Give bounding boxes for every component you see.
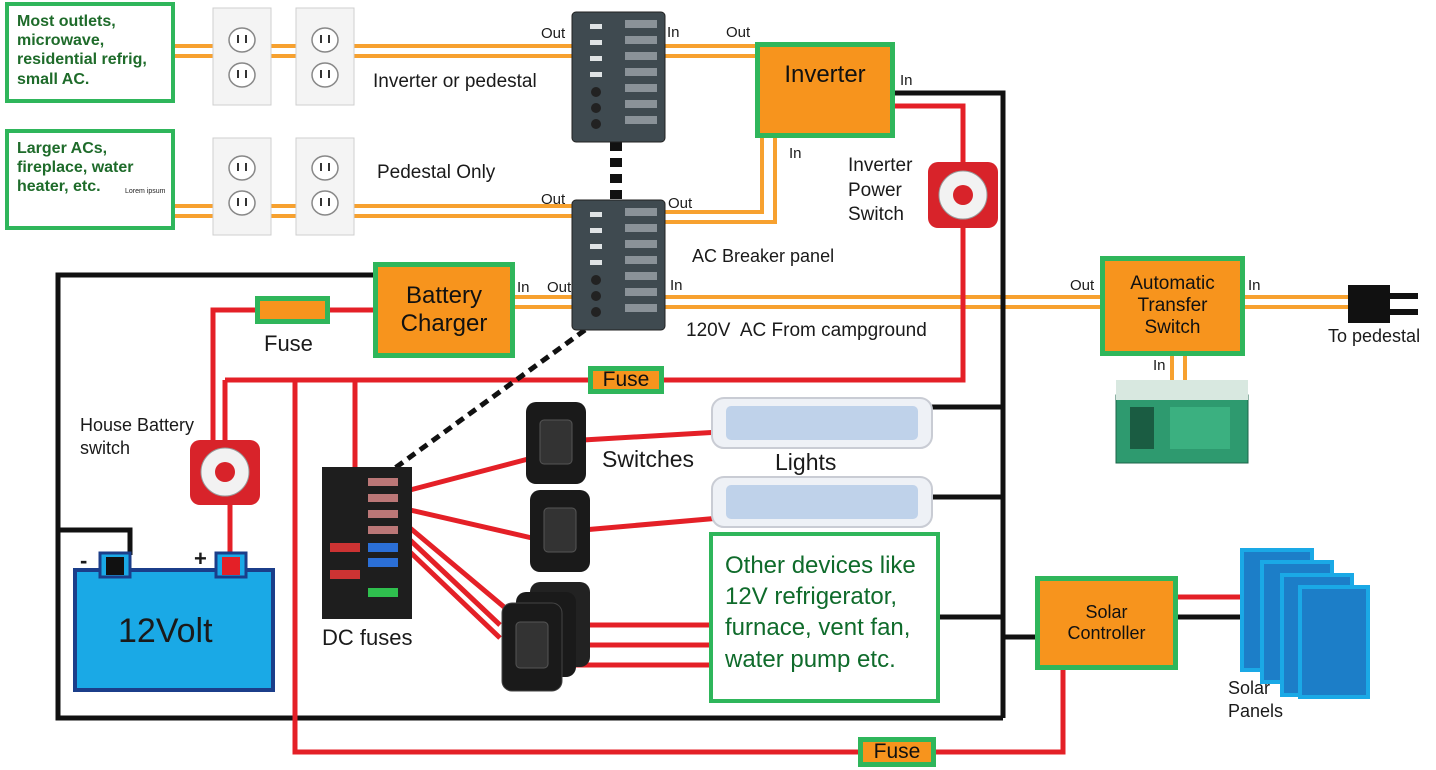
fuse-mid-box: Fuse — [588, 366, 664, 394]
note-larger-acs-small: Lorem ipsum — [125, 188, 166, 195]
light-2 — [711, 476, 933, 528]
outlet-top-1 — [212, 7, 272, 106]
inverter-or-pedestal-label: Inverter or pedestal — [373, 71, 537, 92]
port-out-ac-panel-left: Out — [541, 191, 566, 208]
breaker-panel-top — [571, 11, 666, 143]
rocker-switch-2 — [530, 490, 590, 572]
fuse-bottom-label: Fuse — [873, 739, 921, 763]
ac-breaker-panel-label: AC Breaker panel — [692, 246, 835, 266]
pedestal-only-label: Pedestal Only — [377, 162, 496, 183]
note-most-outlets-text: Most outlets, microwave, residential ref… — [17, 13, 147, 88]
fuse-top-label: Fuse — [264, 331, 313, 356]
note-other-devices-text: Other devices like 12V refrigerator, fur… — [725, 552, 916, 673]
solar-controller-box: Solar Controller — [1035, 576, 1178, 670]
positive-wires — [210, 103, 1250, 755]
inverter-power-switch-label: Inverter Power Switch — [848, 155, 913, 226]
dc-fuse-block-graphic — [322, 467, 412, 619]
ats-box: Automatic Transfer Switch — [1100, 256, 1245, 356]
house-battery-switch-label: House Battery switch — [80, 415, 195, 459]
battery-minus: - — [80, 548, 88, 573]
house-battery-switch-graphic — [190, 440, 260, 505]
breaker-panel-ac — [571, 199, 666, 331]
lights-label: Lights — [775, 449, 837, 475]
rocker-switch-1 — [526, 402, 586, 484]
battery-charger-label: Battery Charger — [400, 282, 488, 337]
port-out-charger: Out — [547, 279, 572, 296]
negative-wires — [55, 90, 1250, 721]
generator-graphic — [1115, 380, 1249, 464]
battery-charger-box: Battery Charger — [373, 262, 515, 358]
port-in-charger: In — [517, 279, 530, 296]
fuse-bottom-box: Fuse — [858, 737, 936, 767]
inverter-power-switch-graphic — [928, 162, 998, 228]
note-most-outlets: Most outlets, microwave, residential ref… — [5, 2, 175, 103]
solar-panels-label: Solar Panels — [1228, 678, 1284, 722]
port-in-inverter-bottom: In — [789, 145, 802, 162]
solar-panels-graphic — [1240, 548, 1370, 699]
light-1 — [711, 397, 933, 449]
fuse-mid-label: Fuse — [602, 367, 650, 391]
port-out-inverter-left: Out — [726, 24, 751, 41]
rocker-switch-stack — [501, 582, 590, 692]
note-larger-acs: Larger ACs, fireplace, water heater, etc… — [5, 129, 175, 230]
outlet-top-2 — [295, 7, 355, 106]
port-out-ats: Out — [1070, 277, 1095, 294]
port-in-top-panel: In — [667, 24, 680, 41]
port-in-ats-right: In — [1248, 277, 1261, 294]
port-out-top-panel: Out — [541, 25, 566, 42]
to-pedestal-label: To pedestal — [1328, 326, 1421, 346]
port-in-ac-panel: In — [670, 277, 683, 294]
switches-label: Switches — [602, 446, 695, 472]
ac-from-campground-label: 120V AC From campground — [686, 320, 927, 341]
port-in-inverter-right: In — [900, 72, 913, 89]
battery-plus: + — [194, 546, 207, 571]
pedestal-plug — [1348, 285, 1418, 323]
inverter-box: Inverter — [755, 42, 895, 138]
ats-label: Automatic Transfer Switch — [1130, 273, 1215, 338]
fuse-link-dashes — [393, 327, 587, 471]
fuse-top-box — [255, 296, 330, 324]
port-in-ats-bottom: In — [1153, 357, 1166, 374]
port-out-ac-panel-right: Out — [668, 195, 693, 212]
solar-controller-label: Solar Controller — [1067, 602, 1146, 643]
outlet-mid-1 — [212, 137, 272, 236]
battery-label: 12Volt — [118, 612, 213, 650]
outlet-mid-2 — [295, 137, 355, 236]
battery-graphic — [73, 551, 275, 692]
inverter-label: Inverter — [784, 61, 866, 88]
note-larger-acs-text: Larger ACs, fireplace, water heater, etc… — [17, 140, 134, 196]
dc-fuses-label: DC fuses — [322, 625, 413, 650]
note-other-devices: Other devices like 12V refrigerator, fur… — [709, 532, 940, 703]
